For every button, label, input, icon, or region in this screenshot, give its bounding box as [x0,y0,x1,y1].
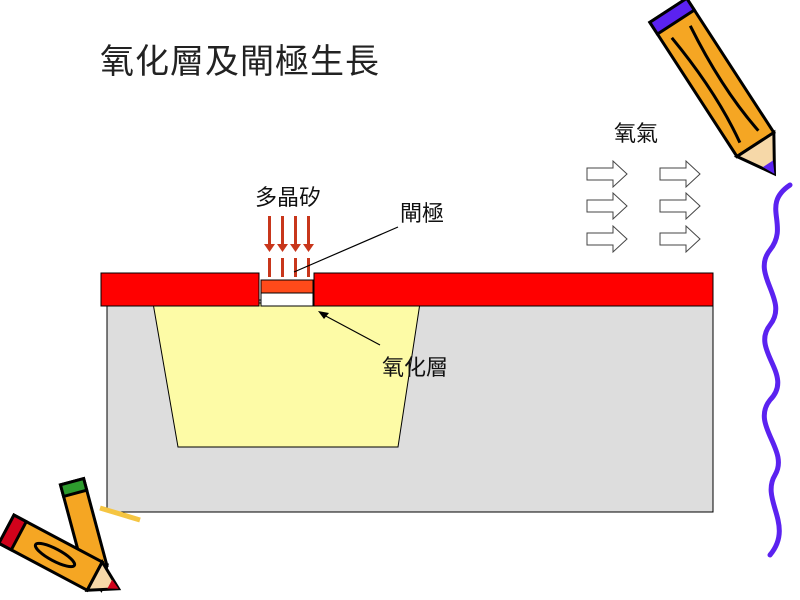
right-arrow-icon [586,191,628,221]
gate-label: 閘極 [400,202,445,227]
down-arrow-icon [264,216,275,277]
oxide-layer-left [100,272,260,307]
polysilicon-label: 多晶矽 [255,186,322,211]
oxygen-label: 氧氣 [614,122,659,147]
right-arrow-icon [586,159,628,189]
oxide-label: 氧化層 [382,356,449,381]
down-arrow-icon [290,216,301,277]
squiggle-line [761,182,793,558]
gate-pointer-line [293,226,399,273]
pencil-clipart-icon [647,0,776,177]
right-arrow-icon [659,191,701,221]
right-arrow-icon [659,224,701,254]
down-arrow-icon [303,216,314,277]
oxide-pointer [318,311,381,346]
right-arrow-icon [586,224,628,254]
right-arrow-icon [659,159,701,189]
slide-title: 氧化層及閘極生長 [100,42,380,82]
gate-oxide [260,292,314,307]
gate-polysilicon [260,279,314,294]
oxygen-arrows [586,159,701,254]
down-arrow-icon [277,216,288,277]
oxide-layer-right [313,272,714,307]
doped-well [152,302,421,448]
polysilicon-deposition-arrows [264,216,314,277]
pencils-clipart-icon [0,476,141,593]
